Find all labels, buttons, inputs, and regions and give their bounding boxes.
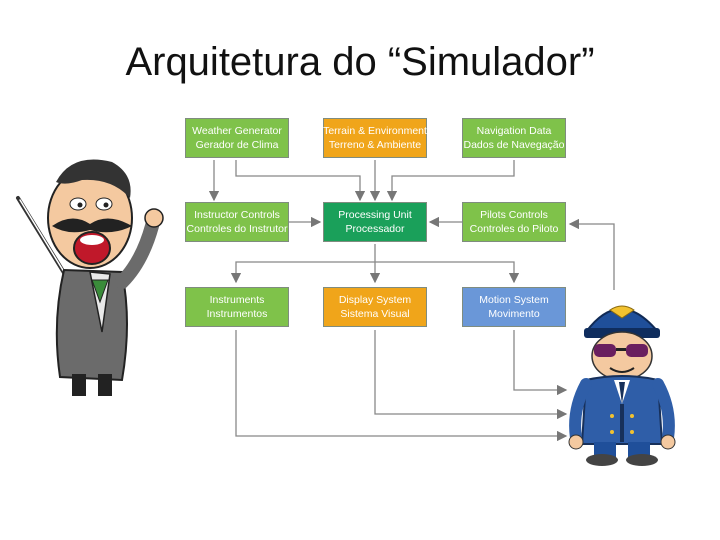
processing-line1: Processing Unit	[338, 209, 412, 221]
weather-generator-box: Weather Generator Gerador de Clima	[185, 118, 289, 158]
pilots-line2: Controles do Piloto	[469, 223, 559, 235]
terrain-environment-box: Terrain & Environment Terreno & Ambiente	[323, 118, 427, 158]
display-line1: Display System	[338, 294, 412, 306]
motion-line2: Movimento	[488, 308, 540, 320]
instructor-cartoon	[16, 159, 164, 396]
instruments-box: Instruments Instrumentos	[185, 287, 289, 327]
navigation-line2: Dados de Navegação	[463, 139, 565, 151]
motion-line1: Motion System	[479, 294, 549, 306]
instructor-controls-box: Instructor Controls Controles do Instrut…	[185, 202, 289, 242]
instructor-line2: Controles do Instrutor	[186, 223, 288, 235]
processing-line2: Processador	[345, 223, 405, 235]
navigation-line1: Navigation Data	[476, 125, 552, 137]
pilots-line1: Pilots Controls	[480, 209, 548, 221]
processing-unit-box: Processing Unit Processador	[323, 202, 427, 242]
display-system-box: Display System Sistema Visual	[323, 287, 427, 327]
navigation-data-box: Navigation Data Dados de Navegação	[462, 118, 566, 158]
weather-line1: Weather Generator	[192, 125, 282, 137]
pilots-controls-box: Pilots Controls Controles do Piloto	[462, 202, 566, 242]
instructor-line1: Instructor Controls	[194, 209, 280, 221]
instruments-line2: Instrumentos	[206, 308, 268, 320]
page-title: Arquitetura do “Simulador”	[125, 40, 595, 84]
terrain-line1: Terrain & Environment	[323, 125, 427, 137]
pilot-cartoon	[568, 305, 676, 466]
terrain-line2: Terreno & Ambiente	[328, 139, 422, 151]
display-line2: Sistema Visual	[340, 308, 410, 320]
motion-system-box: Motion System Movimento	[462, 287, 566, 327]
instruments-line1: Instruments	[209, 294, 265, 306]
weather-line2: Gerador de Clima	[195, 139, 279, 151]
